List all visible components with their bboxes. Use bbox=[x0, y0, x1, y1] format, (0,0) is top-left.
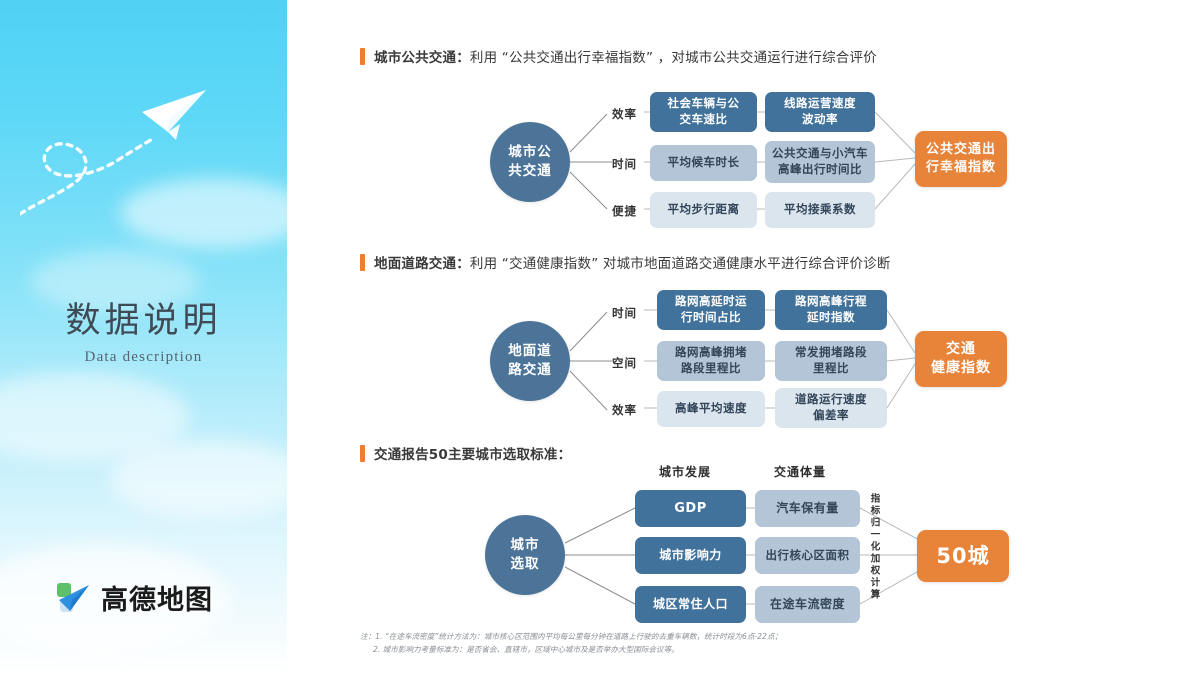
result-line-1: 交通 bbox=[946, 341, 976, 358]
metric-node: 线路运营速度 波动率 bbox=[765, 92, 875, 132]
category-label-space: 空间 bbox=[612, 356, 637, 370]
metric-node: 平均步行距离 bbox=[650, 192, 757, 228]
category-label-time: 时间 bbox=[612, 157, 637, 171]
metric-node: 公共交通与小汽车 高峰出行时间比 bbox=[765, 141, 875, 183]
column-header-city-development: 城市发展 bbox=[659, 465, 712, 479]
hub-road-traffic: 地面道 路交通 bbox=[490, 321, 570, 401]
section-accent-bar bbox=[360, 47, 365, 65]
left-panel: 数据说明 Data description 高德地图 bbox=[0, 0, 287, 675]
hub-line-1: 城市公 bbox=[508, 143, 552, 160]
hub-line-2: 共交通 bbox=[508, 163, 552, 179]
section-heading-body: 利用 “交通健康指数” 对城市地面道路交通健康水平进行综合评价诊断 bbox=[469, 256, 891, 272]
metric-node: 路网高延时运 行时间占比 bbox=[657, 290, 765, 330]
footnote-line-1: 注：1. “在途车流密度”统计方法为：城市核心区范围内平均每公里每分钟在道路上行… bbox=[360, 632, 783, 641]
section-accent-bar bbox=[360, 253, 365, 271]
hub-line-1: 地面道 bbox=[508, 342, 552, 359]
hub-line-2: 路交通 bbox=[508, 362, 552, 378]
diagram-city-selection: 城市发展 交通体量 城市 选取 GDP 城市影响力 城区常住人口 汽车保有量 出… bbox=[287, 438, 1200, 638]
section-heading-prefix: 城市公共交通： bbox=[374, 50, 470, 66]
page-title: 数据说明 Data description bbox=[0, 292, 287, 366]
section-heading-text: 城市公共交通：利用 “公共交通出行幸福指数” ，对城市公共交通运行进行综合评价 bbox=[374, 46, 877, 66]
metric-node: 道路运行速度 偏差率 bbox=[775, 388, 887, 428]
section-heading-road-traffic: 地面道路交通：利用 “交通健康指数” 对城市地面道路交通健康水平进行综合评价诊断 bbox=[360, 252, 891, 272]
category-label-time: 时间 bbox=[612, 306, 637, 320]
hub-line-2: 选取 bbox=[510, 556, 540, 572]
column-header-traffic-volume: 交通体量 bbox=[774, 465, 827, 479]
diagram-public-transit: 城市公 共交通 效率 时间 便捷 社会车辆与公 交车速比 平均候车时长 平均步行… bbox=[287, 0, 1200, 240]
metric-node: 高峰平均速度 bbox=[657, 391, 765, 427]
category-label-efficiency: 效率 bbox=[612, 403, 637, 417]
result-line-1: 公共交通出 bbox=[925, 142, 996, 158]
hub-public-transit: 城市公 共交通 bbox=[490, 122, 570, 202]
result-node-happiness-index: 公共交通出 行幸福指数 bbox=[915, 131, 1007, 187]
content-area: 城市公共交通：利用 “公共交通出行幸福指数” ，对城市公共交通运行进行综合评价 bbox=[287, 0, 1200, 675]
page-title-cn: 数据说明 bbox=[65, 301, 222, 341]
metric-node: 路网高峰拥堵 路段里程比 bbox=[657, 341, 765, 381]
brand-logo: 高德地图 bbox=[56, 578, 213, 617]
cloud-decoration bbox=[0, 545, 230, 655]
paper-plane-logo-icon bbox=[56, 580, 92, 616]
section-heading-text: 地面道路交通：利用 “交通健康指数” 对城市地面道路交通健康水平进行综合评价诊断 bbox=[374, 252, 891, 272]
section-heading-prefix: 地面道路交通： bbox=[374, 256, 470, 272]
paper-plane-icon bbox=[142, 90, 206, 140]
footnote: 注：1. “在途车流密度”统计方法为：城市核心区范围内平均每公里每分钟在道路上行… bbox=[360, 630, 980, 657]
section-heading-public-transit: 城市公共交通：利用 “公共交通出行幸福指数” ，对城市公共交通运行进行综合评价 bbox=[360, 46, 877, 66]
cloud-decoration bbox=[110, 440, 287, 518]
metric-node: 常发拥堵路段 里程比 bbox=[775, 341, 887, 381]
metric-node: 城市影响力 bbox=[635, 537, 746, 574]
section-accent-bar bbox=[360, 444, 365, 462]
metric-node: 路网高峰行程 延时指数 bbox=[775, 290, 887, 330]
hub-line-1: 城市 bbox=[510, 536, 540, 553]
metric-node: 社会车辆与公 交车速比 bbox=[650, 92, 757, 132]
section-heading-prefix: 交通报告50主要城市选取标准： bbox=[374, 447, 572, 463]
dashed-trail-icon bbox=[20, 136, 156, 216]
vertical-note-normalized-weighting: 指标归一化加权计算 bbox=[868, 493, 880, 601]
category-label-convenience: 便捷 bbox=[612, 204, 637, 218]
section-heading-city-selection: 交通报告50主要城市选取标准： bbox=[360, 443, 571, 463]
metric-node: 出行核心区面积 bbox=[755, 537, 860, 574]
metric-node: 平均候车时长 bbox=[650, 145, 757, 181]
brand-logo-text: 高德地图 bbox=[101, 585, 213, 616]
diagram-road-traffic: 地面道 路交通 时间 空间 效率 路网高延时运 行时间占比 路网高峰拥堵 路段里… bbox=[287, 248, 1200, 438]
metric-node: 城区常住人口 bbox=[635, 586, 746, 623]
footnote-line-2: 2. 城市影响力考量标准为：是否省会、直辖市，区域中心城市及是否举办大型国际会议… bbox=[373, 645, 679, 655]
result-line-2: 行幸福指数 bbox=[925, 160, 996, 175]
cloud-decoration bbox=[120, 178, 287, 248]
hub-city-selection: 城市 选取 bbox=[485, 515, 565, 595]
metric-node: 平均接乘系数 bbox=[765, 192, 875, 228]
metric-node: GDP bbox=[635, 490, 746, 527]
category-label-efficiency: 效率 bbox=[612, 107, 637, 121]
page-title-en: Data description bbox=[84, 349, 203, 365]
metric-node: 在途车流密度 bbox=[755, 586, 860, 623]
result-node-50-cities: 50城 bbox=[917, 530, 1009, 582]
section-heading-body: 利用 “公共交通出行幸福指数” ，对城市公共交通运行进行综合评价 bbox=[469, 50, 877, 66]
metric-node: 汽车保有量 bbox=[755, 490, 860, 527]
section-heading-text: 交通报告50主要城市选取标准： bbox=[374, 443, 571, 463]
result-line-2: 健康指数 bbox=[931, 360, 991, 376]
cloud-decoration bbox=[30, 250, 200, 312]
result-node-health-index: 交通 健康指数 bbox=[915, 331, 1007, 387]
